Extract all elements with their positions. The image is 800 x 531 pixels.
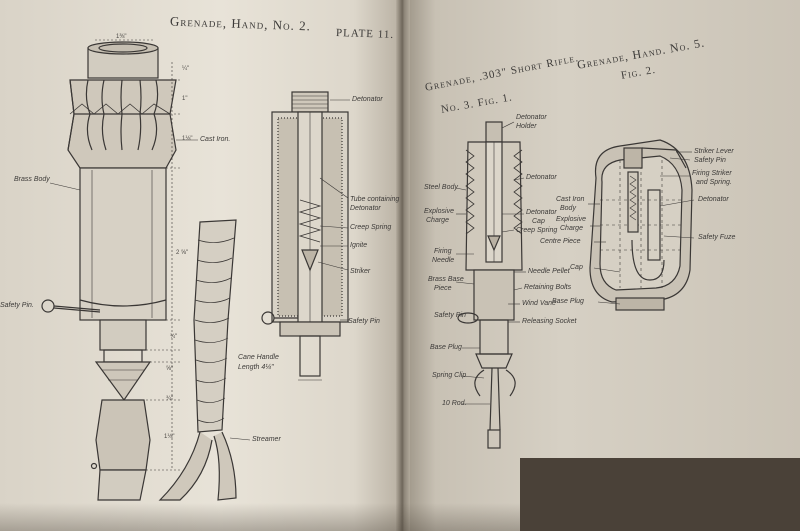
spring-clip-label: Spring Clip — [432, 372, 467, 379]
cane-handle-label: Cane Handle — [238, 354, 279, 361]
cast-iron-body-label-2: Body — [560, 205, 576, 212]
tube-detonator-label: Detonator — [350, 205, 381, 212]
fig2-explosive-label: Explosive — [556, 216, 586, 223]
firing-needle-label-2: Needle — [432, 257, 455, 264]
detonator-section-drawing — [261, 91, 350, 381]
releasing-socket-label: Releasing Socket — [522, 318, 577, 325]
firing-striker-label: Firing Striker — [692, 170, 732, 177]
striker-lever-label: Striker Lever — [694, 148, 734, 155]
fig2-explosive-label-2: Charge — [560, 225, 583, 232]
tube-label: Tube containing — [350, 196, 400, 203]
safety-pin-label: Safety Pin. — [0, 302, 34, 309]
centre-piece-label: Centre Piece — [540, 238, 581, 245]
explosive-charge-label-2: Charge — [426, 217, 449, 224]
fig2-safety-pin-label: Safety Pin — [694, 157, 726, 164]
fig2-detonator-label: Detonator — [698, 196, 729, 203]
firing-needle-label: Firing — [434, 248, 452, 255]
dim-7: ¾" — [166, 396, 174, 402]
dim-1: ¼" — [182, 66, 190, 72]
creep-spring-label: Creep Spring — [350, 224, 392, 231]
detonator-holder-label-2: Holder — [516, 123, 537, 130]
grenade-no2-drawing — [41, 41, 198, 501]
safety-fuze-label: Safety Fuze — [698, 234, 736, 241]
mills-grenade-fig2-drawing — [588, 139, 695, 311]
detonator-holder-label: Detonator — [516, 114, 547, 121]
brass-base-label: Brass Base — [428, 276, 464, 283]
safety-pin-right-label: Safety Pin — [348, 318, 380, 325]
detonator-cap-label-2: Cap — [532, 218, 545, 225]
fig1-base-plug-label: Base Plug — [430, 344, 462, 351]
cast-iron-body-label: Cast Iron — [556, 196, 585, 203]
steel-body-label: Steel Body — [424, 184, 458, 191]
dim-top: 1⅜" — [116, 34, 127, 40]
table-background — [520, 458, 800, 531]
plate-number: PLATE 11. — [335, 26, 395, 42]
detonator-label: Detonator — [352, 96, 383, 103]
ignite-label: Ignite — [350, 242, 368, 249]
dim-3: 1⅛" — [182, 136, 193, 142]
streamer-label: Streamer — [252, 436, 281, 443]
fig1-creep-spring-label: Creep Spring — [516, 227, 558, 234]
brass-body-label: Brass Body — [14, 176, 50, 183]
dim-2: 1" — [182, 96, 188, 102]
dim-8: 1⅛" — [164, 434, 175, 440]
needle-pellet-label: Needle Pellet — [528, 268, 570, 275]
cast-iron-label: Cast Iron. — [200, 136, 231, 143]
fig1-detonator-label: Detonator — [526, 174, 557, 181]
detonator-cap-label: Detonator — [526, 209, 557, 216]
dim-4: 2 ⅝" — [176, 250, 189, 256]
striker-label: Striker — [350, 268, 371, 275]
page-shadow — [0, 503, 520, 531]
cap-label: Cap — [570, 264, 583, 271]
book-gutter — [396, 0, 410, 531]
dim-6: ⅝" — [166, 366, 174, 372]
retaining-bolts-label: Retaining Bolts — [524, 284, 572, 291]
explosive-charge-label: Explosive — [424, 208, 454, 215]
firing-striker-label-2: and Spring. — [696, 179, 732, 186]
cane-length-label: Length 4¼" — [238, 364, 274, 371]
rifle-grenade-fig1-drawing — [455, 121, 526, 449]
fig1-safety-pin-label: Safety Pin — [434, 312, 466, 319]
dimension-lines — [95, 39, 180, 471]
dim-5: ¾" — [170, 334, 178, 340]
fig2-base-plug-label: Base Plug — [552, 298, 584, 305]
rod-label: 10 Rod. — [442, 400, 467, 407]
cane-handle-drawing — [158, 219, 251, 501]
wind-vane-label: Wind Vane — [522, 300, 556, 307]
brass-base-label-2: Piece — [434, 285, 452, 292]
